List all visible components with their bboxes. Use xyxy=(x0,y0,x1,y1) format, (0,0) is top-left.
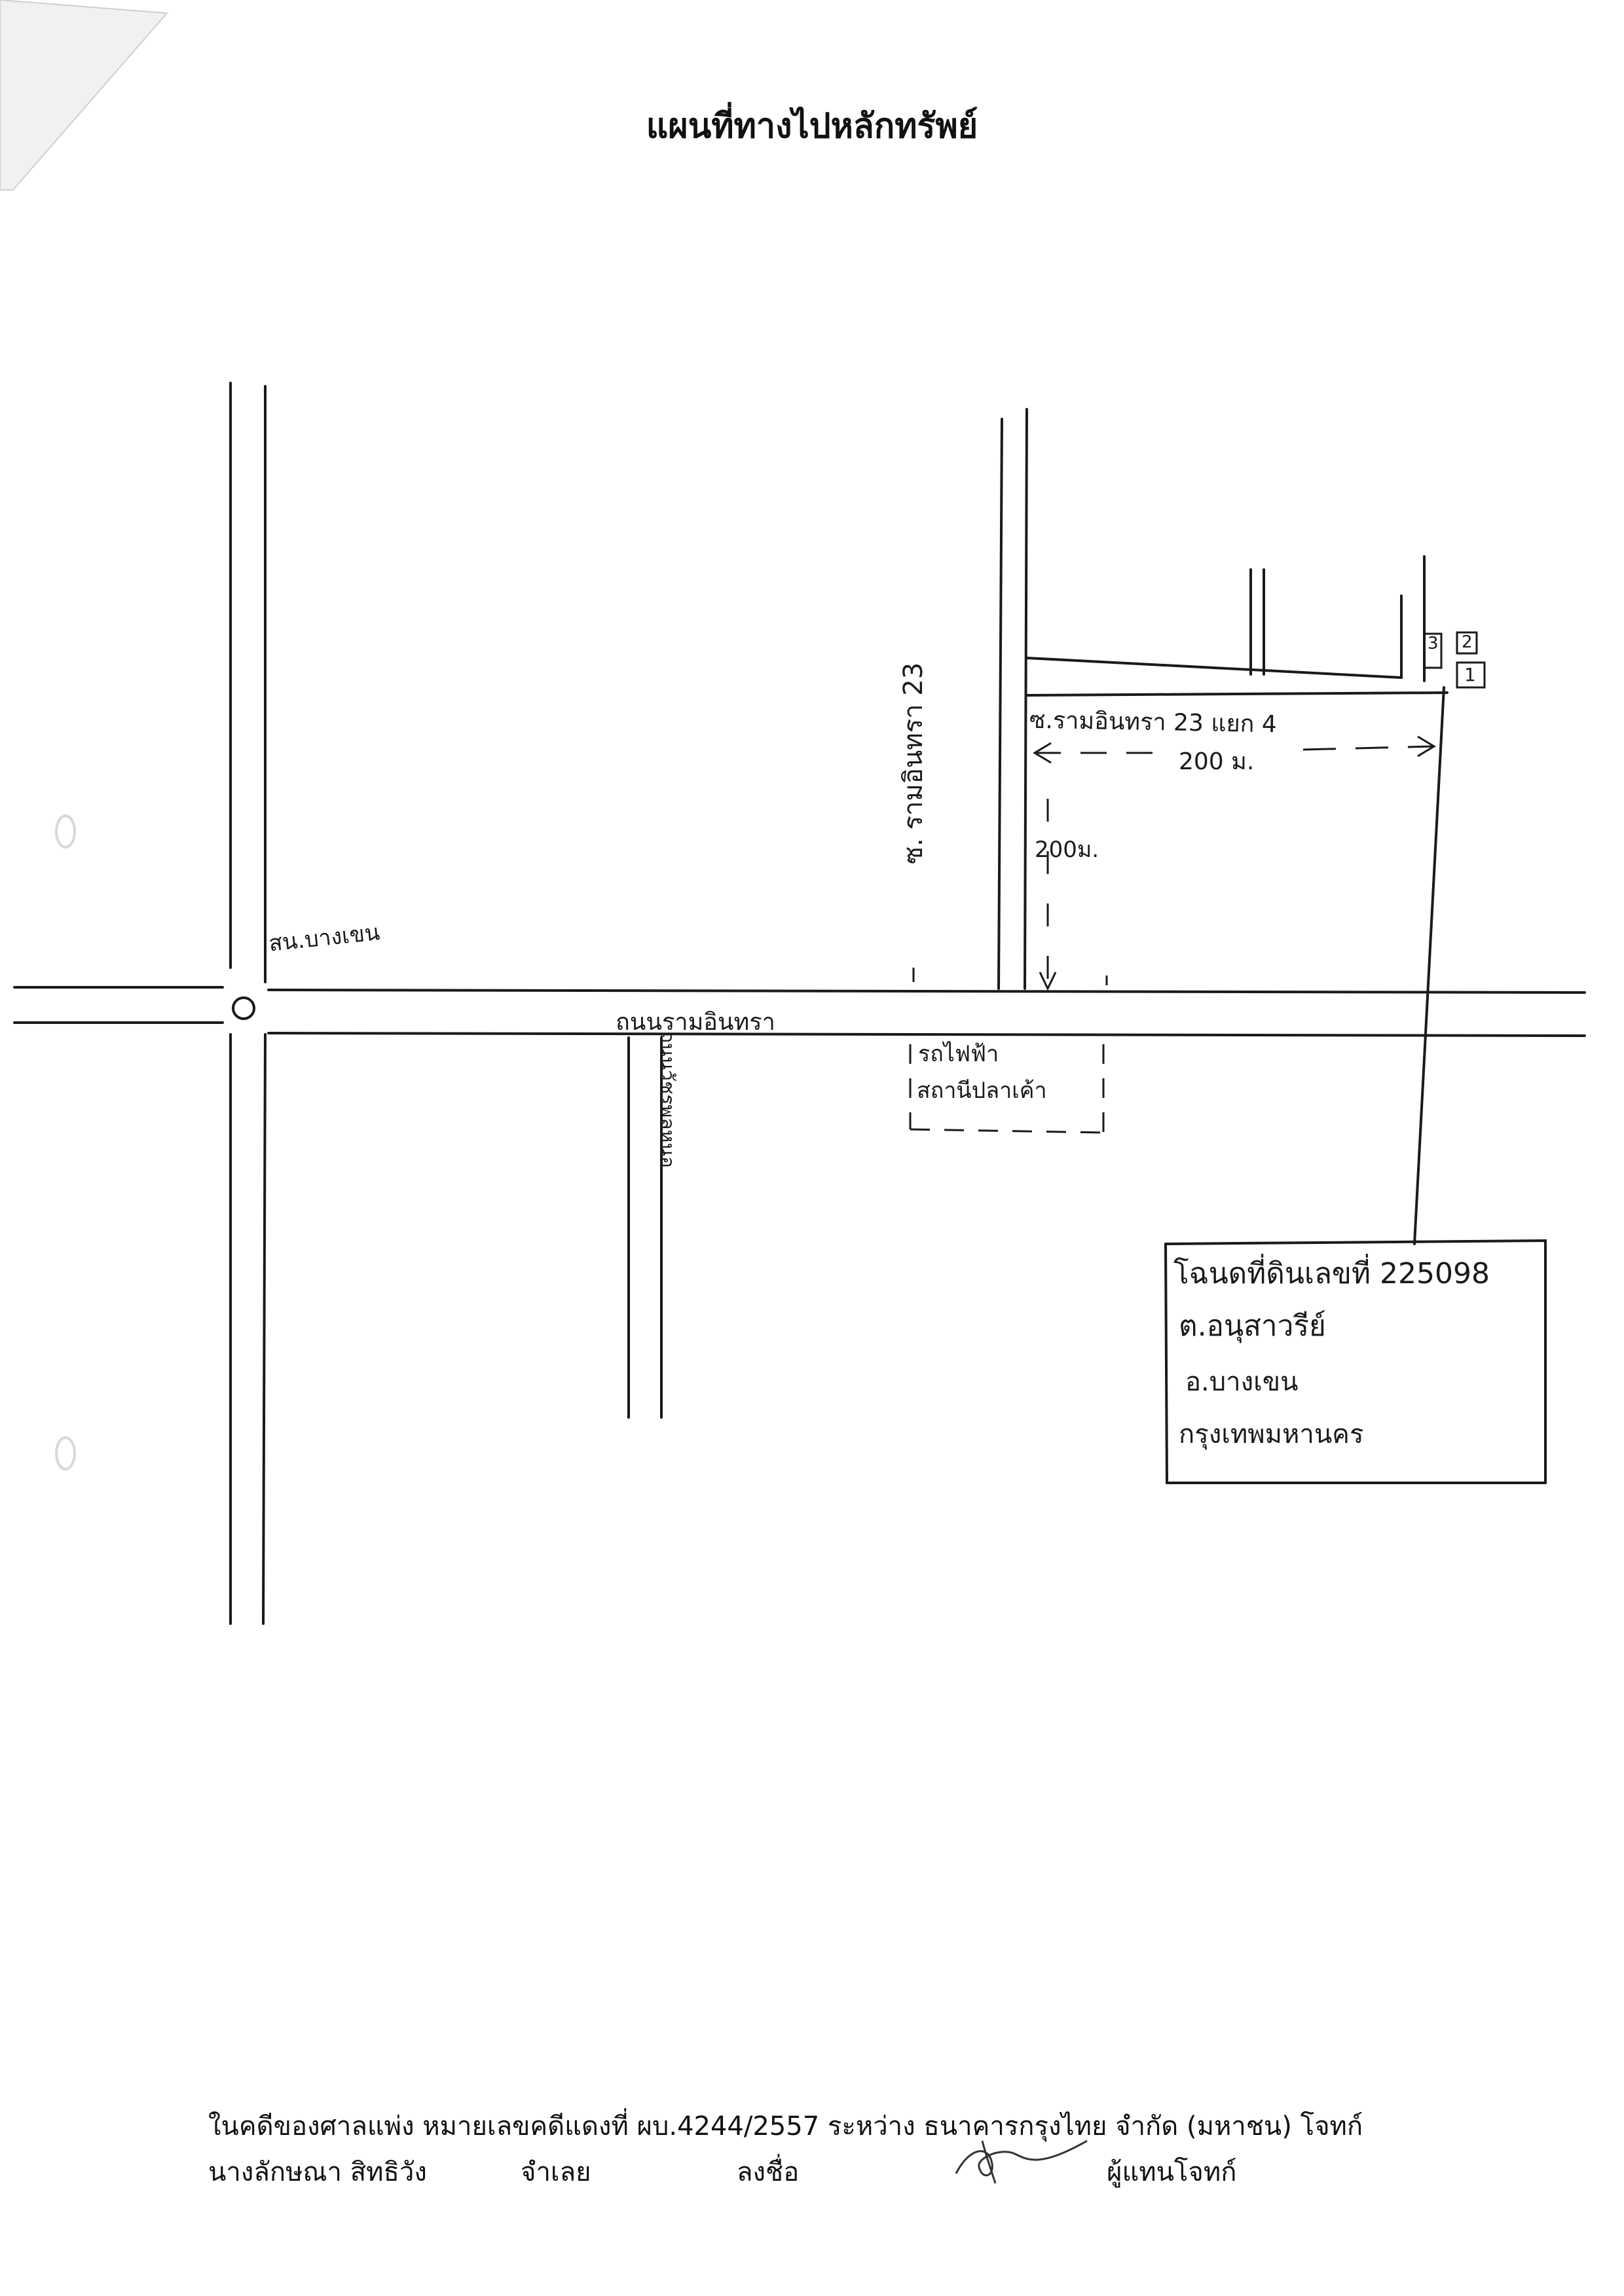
deed-province: กรุงเทพมหานคร xyxy=(1179,1419,1364,1449)
soi23-west-edge xyxy=(997,418,1003,990)
deed-number: โฉนดที่ดินเลขที่ 225098 xyxy=(1173,1257,1490,1290)
main-road-south-edge-east xyxy=(267,1032,1586,1037)
side-road-label: ถนนวัชรพลหนอ xyxy=(655,1031,678,1168)
plot-number-1: 1 xyxy=(1464,664,1476,685)
soi23-yaek4-south-edge xyxy=(1025,691,1449,697)
case-statement: ในคดีของศาลแพ่ง หมายเลขคดีแดงที่ ผบ.4244… xyxy=(208,2111,1363,2141)
main-road-north-edge-east xyxy=(267,989,1586,994)
distance-arrow-horizontal-right xyxy=(1302,745,1435,751)
main-road-label: ถนนรามอินทรา xyxy=(616,1009,775,1036)
defendant-role: จำเลย xyxy=(521,2157,591,2187)
folded-page-corner xyxy=(0,0,169,191)
plot-number-2: 2 xyxy=(1462,632,1473,652)
distance-horizontal-label: 200 ม. xyxy=(1179,748,1255,775)
bts-label-line2: สถานีปลาเค้า xyxy=(917,1078,1047,1104)
signature xyxy=(955,2140,1088,2184)
defendant-name: นางลักษณา สิทธิวัง xyxy=(208,2157,427,2187)
roundabout-marker xyxy=(232,996,255,1020)
deed-leader-line xyxy=(1413,686,1445,1245)
left-road-east-edge-lower xyxy=(262,1033,267,1625)
deed-district: อ.บางเขน xyxy=(1185,1367,1299,1397)
deed-box-border-left xyxy=(1164,1243,1168,1484)
plot-boxes xyxy=(1423,631,1486,689)
page-title: แผนที่ทางไปหลักทรัพย์ xyxy=(646,107,978,146)
bts-label-line1: รถไฟฟ้า xyxy=(918,1041,999,1067)
deed-subdistrict: ต.อนุสาวรีย์ xyxy=(1179,1309,1326,1343)
soi23-yaek4-label: ซ.รามอินทรา 23 แยก 4 xyxy=(1029,706,1278,738)
distance-vertical-label: 200ม. xyxy=(1035,837,1099,863)
sign-label: ลงชื่อ xyxy=(737,2157,800,2187)
deed-box-border-top-right xyxy=(1164,1239,1547,1484)
soi23-yaek4-north-edge xyxy=(1025,657,1403,679)
bts-station-box xyxy=(909,1044,1105,1134)
signer-role: ผู้แทนโจทก์ xyxy=(1107,2157,1237,2187)
soi23-label: ซ. รามอินทรา 23 xyxy=(898,662,929,864)
plot-number-3: 3 xyxy=(1428,634,1439,653)
soi23-east-edge xyxy=(1024,408,1028,990)
